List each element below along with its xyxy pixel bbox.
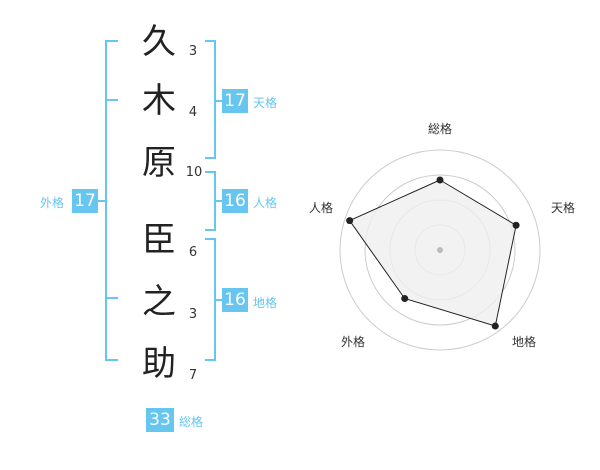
tenkaku-badge: 17 bbox=[222, 89, 248, 113]
radar-point-1 bbox=[436, 176, 444, 184]
name-char-4: 臣 bbox=[142, 220, 176, 260]
radar-axis-label-3: 地格 bbox=[512, 334, 536, 349]
jinkaku-label: 人格 bbox=[253, 196, 278, 210]
jinkaku-badge: 16 bbox=[222, 189, 248, 213]
radar-axis-label-2: 天格 bbox=[551, 200, 575, 215]
radar-center-dot bbox=[437, 247, 443, 253]
radar-ring-2 bbox=[364, 174, 516, 326]
name-char-5: 之 bbox=[142, 282, 176, 322]
tenkaku-bracket bbox=[205, 40, 216, 159]
stroke-count-3: 10 bbox=[185, 165, 203, 180]
name-char-3: 原 bbox=[142, 143, 176, 183]
chikaku-badge: 16 bbox=[222, 288, 248, 312]
radar-axis-label-1: 総格 bbox=[428, 121, 452, 136]
gaikaku-label: 外格 bbox=[40, 196, 65, 210]
radar-axis-label-4: 外格 bbox=[341, 334, 365, 349]
radar-ring-1 bbox=[339, 149, 541, 351]
stroke-count-1: 3 bbox=[188, 44, 198, 59]
soukaku-badge: 33 bbox=[146, 408, 174, 432]
name-char-1: 久 bbox=[142, 22, 176, 62]
radar-point-4 bbox=[401, 295, 409, 303]
soukaku-label: 総格 bbox=[179, 415, 204, 429]
radar-polygon bbox=[348, 179, 517, 327]
name-char-6: 助 bbox=[142, 344, 176, 384]
stroke-count-6: 7 bbox=[188, 368, 198, 383]
radar-point-3 bbox=[491, 322, 499, 330]
stroke-count-4: 6 bbox=[188, 245, 198, 260]
radar-point-5 bbox=[346, 217, 354, 225]
gaikaku-badge: 17 bbox=[72, 189, 98, 213]
chikaku-label: 地格 bbox=[253, 296, 278, 310]
stroke-count-5: 3 bbox=[188, 307, 198, 322]
tenkaku-label: 天格 bbox=[253, 96, 278, 110]
radar-point-2 bbox=[512, 221, 520, 229]
stroke-count-2: 4 bbox=[188, 105, 198, 120]
radar-axis-label-5: 人格 bbox=[309, 200, 333, 215]
name-char-2: 木 bbox=[142, 81, 176, 121]
